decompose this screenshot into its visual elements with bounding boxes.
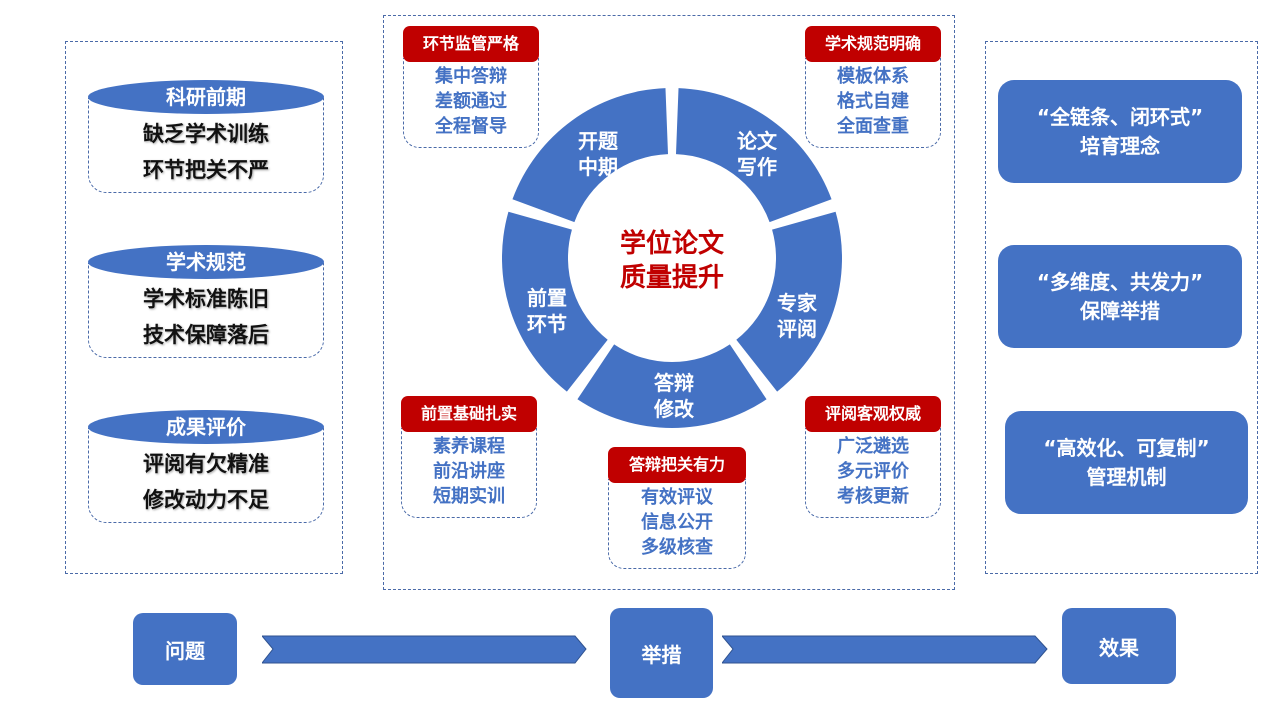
effect-card-training-concept: “全链条、闭环式” 培育理念 — [998, 80, 1242, 183]
measure-card-defense: 答辩把关有力 有效评议 信息公开 多级核查 — [608, 447, 746, 569]
problem-card-result-evaluation: 成果评价 评阅有欠精准 修改动力不足 — [88, 410, 324, 523]
problems-panel — [65, 41, 343, 574]
flow-step-measures: 举措 — [610, 608, 713, 698]
measure-title: 学术规范明确 — [805, 26, 941, 62]
measure-line: 前沿讲座 — [433, 461, 505, 482]
ring-segment-label: 开题 — [578, 129, 619, 153]
ring-segment-label: 评阅 — [777, 317, 817, 341]
measure-line: 考核更新 — [837, 486, 909, 507]
problem-line: 技术保障落后 — [143, 323, 269, 347]
problem-line: 缺乏学术训练 — [143, 122, 269, 146]
problem-line: 评阅有欠精准 — [143, 452, 269, 476]
measure-title: 环节监管严格 — [403, 26, 539, 62]
flow-arrow-2 — [722, 635, 1048, 664]
measure-title: 前置基础扎实 — [401, 396, 537, 432]
measure-line: 多级核查 — [641, 537, 713, 558]
effect-line: 管理机制 — [1086, 464, 1167, 489]
ring-segment-writing — [736, 211, 842, 392]
measure-line: 信息公开 — [641, 512, 713, 533]
measure-line: 差额通过 — [435, 91, 507, 112]
measure-body: 有效评议 信息公开 多级核查 — [608, 479, 746, 569]
problem-body: 缺乏学术训练 环节把关不严 — [88, 98, 324, 193]
ring-segment-label: 论文 — [737, 129, 778, 153]
center-title-line-2: 质量提升 — [620, 263, 724, 293]
measure-line: 短期实训 — [433, 486, 505, 507]
measure-title: 评阅客观权威 — [805, 396, 941, 432]
problem-title: 学术规范 — [88, 245, 324, 279]
measure-card-foundation: 前置基础扎实 素养课程 前沿讲座 短期实训 — [401, 396, 537, 518]
ring-segment-label: 写作 — [737, 155, 777, 179]
center-title-line-1: 学位论文 — [620, 228, 725, 259]
ring-segment-label: 中期 — [578, 155, 618, 179]
problem-title: 成果评价 — [88, 410, 324, 444]
flow-step-effect: 效果 — [1062, 608, 1176, 684]
problem-card-research-early: 科研前期 缺乏学术训练 环节把关不严 — [88, 80, 324, 193]
effect-card-support-measures: “多维度、共发力” 保障举措 — [998, 245, 1242, 348]
problem-card-academic-norms: 学术规范 学术标准陈旧 技术保障落后 — [88, 245, 324, 358]
ring-segment-label: 环节 — [527, 312, 567, 336]
ring-segment-proposal — [675, 88, 832, 223]
ring-segment-prerequisite — [512, 88, 669, 223]
measure-line: 全面查重 — [837, 116, 909, 137]
effect-line: “全链条、闭环式” — [1036, 104, 1204, 129]
problem-body: 评阅有欠精准 修改动力不足 — [88, 428, 324, 523]
effect-line: 培育理念 — [1080, 133, 1160, 158]
measure-body: 集中答辩 差额通过 全程督导 — [403, 58, 539, 148]
measure-line: 广泛遴选 — [837, 436, 909, 457]
measure-body: 广泛遴选 多元评价 考核更新 — [805, 428, 941, 518]
problem-line: 学术标准陈旧 — [143, 287, 269, 311]
measure-line: 全程督导 — [435, 116, 507, 137]
measure-line: 模板体系 — [837, 66, 909, 87]
measure-line: 集中答辩 — [435, 66, 507, 87]
problem-body: 学术标准陈旧 技术保障落后 — [88, 263, 324, 358]
measure-body: 模板体系 格式自建 全面查重 — [805, 58, 941, 148]
measures-panel — [383, 15, 955, 590]
ring-segment-defense — [502, 211, 608, 392]
measure-line: 素养课程 — [433, 436, 505, 457]
measure-line: 多元评价 — [837, 461, 909, 482]
effect-card-management-mechanism: “高效化、可复制” 管理机制 — [1005, 411, 1248, 514]
flow-step-problem: 问题 — [133, 613, 237, 685]
measure-line: 格式自建 — [837, 91, 909, 112]
flow-arrow-1 — [262, 635, 587, 664]
measure-body: 素养课程 前沿讲座 短期实训 — [401, 428, 537, 518]
effect-line: 保障举措 — [1080, 298, 1160, 323]
measure-card-academic-norms: 学术规范明确 模板体系 格式自建 全面查重 — [805, 26, 941, 148]
ring-segment-label: 修改 — [653, 397, 695, 421]
measure-card-supervision: 环节监管严格 集中答辩 差额通过 全程督导 — [403, 26, 539, 148]
ring-segment-review — [577, 344, 767, 429]
measure-line: 有效评议 — [641, 487, 713, 508]
problem-title: 科研前期 — [88, 80, 324, 114]
effects-panel — [985, 41, 1258, 574]
measure-card-review: 评阅客观权威 广泛遴选 多元评价 考核更新 — [805, 396, 941, 518]
effect-line: “高效化、可复制” — [1043, 435, 1210, 460]
problem-line: 环节把关不严 — [143, 158, 269, 182]
problem-line: 修改动力不足 — [143, 488, 269, 512]
ring-segment-label: 前置 — [527, 286, 567, 310]
measure-title: 答辩把关有力 — [608, 447, 746, 483]
ring-segment-label: 答辩 — [654, 371, 694, 395]
effect-line: “多维度、共发力” — [1036, 269, 1204, 294]
ring-segment-label: 专家 — [777, 291, 818, 315]
